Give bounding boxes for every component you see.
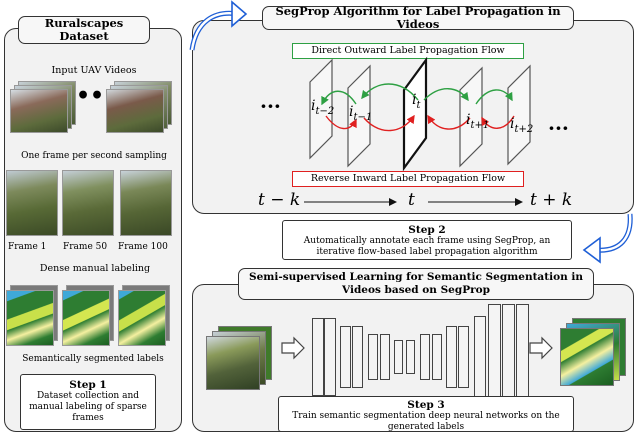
arrow-into-network <box>281 336 305 360</box>
step1-box-text: Dataset collection and manual labeling o… <box>29 391 147 423</box>
direct-flow-label: Direct Outward Label Propagation Flow <box>292 43 524 59</box>
step3-box-title: Step 3 <box>407 399 445 411</box>
axis-label-mid: t <box>408 190 415 210</box>
red-arc-tp1-to-t <box>427 114 471 130</box>
red-arc-tm2-to-tm1 <box>325 115 357 130</box>
red-arc-tp2-to-tp1 <box>481 115 515 129</box>
green-arc-t-to-tm1 <box>361 83 419 101</box>
sampled-frame-100 <box>120 170 172 236</box>
frame-label-tp1: it+1 <box>466 112 490 131</box>
network-block-11 <box>446 326 457 388</box>
frame-label-t: it <box>412 92 421 111</box>
step3-title: Semi-supervised Learning for Semantic Se… <box>238 268 594 300</box>
segmented-labels-label: Semantically segmented labels <box>22 354 164 364</box>
ellipsis-right: ··· <box>548 116 569 140</box>
network-block-16 <box>516 304 529 406</box>
network-block-5 <box>368 334 378 380</box>
frame-1-label: Frame 1 <box>8 242 47 252</box>
step2-box-title: Step 2 <box>408 224 446 236</box>
network-block-4 <box>352 326 363 388</box>
network-block-15 <box>502 304 515 406</box>
connector-arrowhead-2 <box>582 236 601 264</box>
frame-t-plus-2 <box>507 64 531 166</box>
input-videos-label: Input UAV Videos <box>51 65 137 76</box>
network-block-2 <box>324 318 336 396</box>
step2-title: SegProp Algorithm for Label Propagation … <box>262 5 574 31</box>
uav-video-stack-left <box>10 81 76 133</box>
network-block-13 <box>474 316 486 398</box>
green-arc-tp1-to-tp2 <box>475 89 513 105</box>
network-block-12 <box>458 326 469 388</box>
green-arc-t-to-tp1 <box>423 88 469 102</box>
network-block-6 <box>380 334 390 380</box>
segmented-stack-3 <box>118 285 170 346</box>
network-block-7 <box>394 340 403 374</box>
frame-label-tm2: it−2 <box>311 98 335 117</box>
sampled-frame-1 <box>6 170 58 236</box>
frame-label-tp2: it+2 <box>510 116 534 135</box>
step3-box-text: Train semantic segmentation deep neural … <box>292 411 560 432</box>
network-block-10 <box>432 334 442 380</box>
sampling-label: One frame per second sampling <box>21 151 167 161</box>
network-block-8 <box>406 340 415 374</box>
step2-box: Step 2 Automatically annotate each frame… <box>282 220 572 260</box>
step3-output-stack <box>560 318 626 388</box>
ellipsis-left: ··· <box>260 94 281 118</box>
dense-labeling-label: Dense manual labeling <box>39 263 151 274</box>
connector-arrowhead-1 <box>231 0 248 28</box>
frame-100-label: Frame 100 <box>118 242 168 252</box>
red-arc-tm1-to-t <box>363 114 415 132</box>
connector-arrow-step2-to-step3-inner <box>595 213 632 252</box>
axis-label-left: t − k <box>258 190 301 210</box>
step3-input-stack <box>206 326 272 390</box>
frame-50-label: Frame 50 <box>63 242 108 252</box>
step1-box-title: Step 1 <box>69 379 107 391</box>
green-arc-tm1-to-tm2 <box>321 90 357 106</box>
sampled-frame-50 <box>62 170 114 236</box>
arrow-out-of-network <box>529 336 553 360</box>
network-block-14 <box>488 304 501 406</box>
frame-label-tm1: it−1 <box>349 104 373 123</box>
uav-video-stack-right <box>106 81 172 133</box>
reverse-flow-label: Reverse Inward Label Propagation Flow <box>292 171 524 187</box>
step1-title: Ruralscapes Dataset <box>18 16 150 44</box>
axis-label-right: t + k <box>530 190 573 210</box>
step3-box: Step 3 Train semantic segmentation deep … <box>278 396 574 432</box>
step1-box: Step 1 Dataset collection and manual lab… <box>20 374 156 430</box>
network-block-3 <box>340 326 351 388</box>
frame-t <box>402 56 428 172</box>
network-block-1 <box>312 318 324 396</box>
segmented-stack-1 <box>6 285 58 346</box>
step2-box-text: Automatically annotate each frame using … <box>303 236 551 257</box>
segmented-stack-2 <box>62 285 114 346</box>
frame-t-minus-2 <box>309 58 333 160</box>
network-block-9 <box>420 334 430 380</box>
